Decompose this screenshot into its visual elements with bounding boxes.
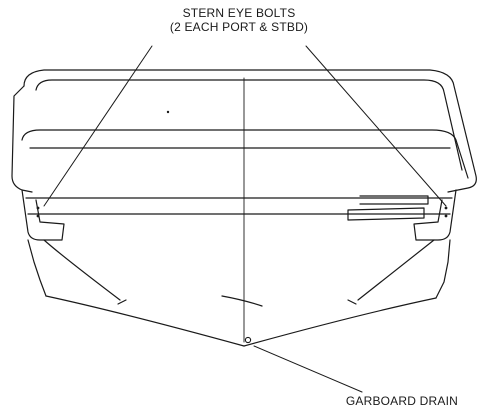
stern-eye-bolts-label: STERN EYE BOLTS (182, 6, 296, 20)
strake-port (117, 299, 127, 305)
hull-bottom-port (45, 295, 245, 347)
hull-chine-stbd (357, 239, 435, 301)
swim-platform (347, 207, 425, 221)
eye-bolt-port-upper (36, 206, 40, 210)
hull-chine-port (43, 239, 121, 301)
hardtop-inner-rim (35, 79, 463, 171)
port-quarter (21, 189, 65, 241)
garboard-drain-label: GARBOARD DRAIN (345, 394, 458, 408)
strake-stbd (347, 299, 357, 305)
transom-mark-left (166, 110, 170, 114)
hull-bottom-stbd (243, 297, 437, 347)
hull-port-side (27, 239, 47, 297)
keel-curve (221, 295, 263, 307)
hull-stbd-side (435, 239, 451, 299)
hardtop-outer (23, 69, 477, 193)
stern-eye-bolts-sublabel: (2 EACH PORT & STBD) (169, 20, 309, 34)
eye-bolt-port-lower (36, 214, 40, 218)
stbd-quarter (413, 189, 457, 241)
eye-bolt-stbd-upper (444, 206, 448, 210)
transom-upper-deck (21, 129, 469, 179)
swim-platform-step (359, 195, 429, 205)
leader-eye-bolt-port (43, 45, 153, 207)
eye-bolt-stbd-lower (444, 214, 448, 218)
leader-garboard-drain (253, 345, 363, 393)
stern-eye-bolts-callout: STERN EYE BOLTS (2 EACH PORT & STBD) (0, 6, 478, 34)
leader-eye-bolt-stbd (305, 45, 447, 207)
garboard-drain-plug (244, 336, 252, 344)
